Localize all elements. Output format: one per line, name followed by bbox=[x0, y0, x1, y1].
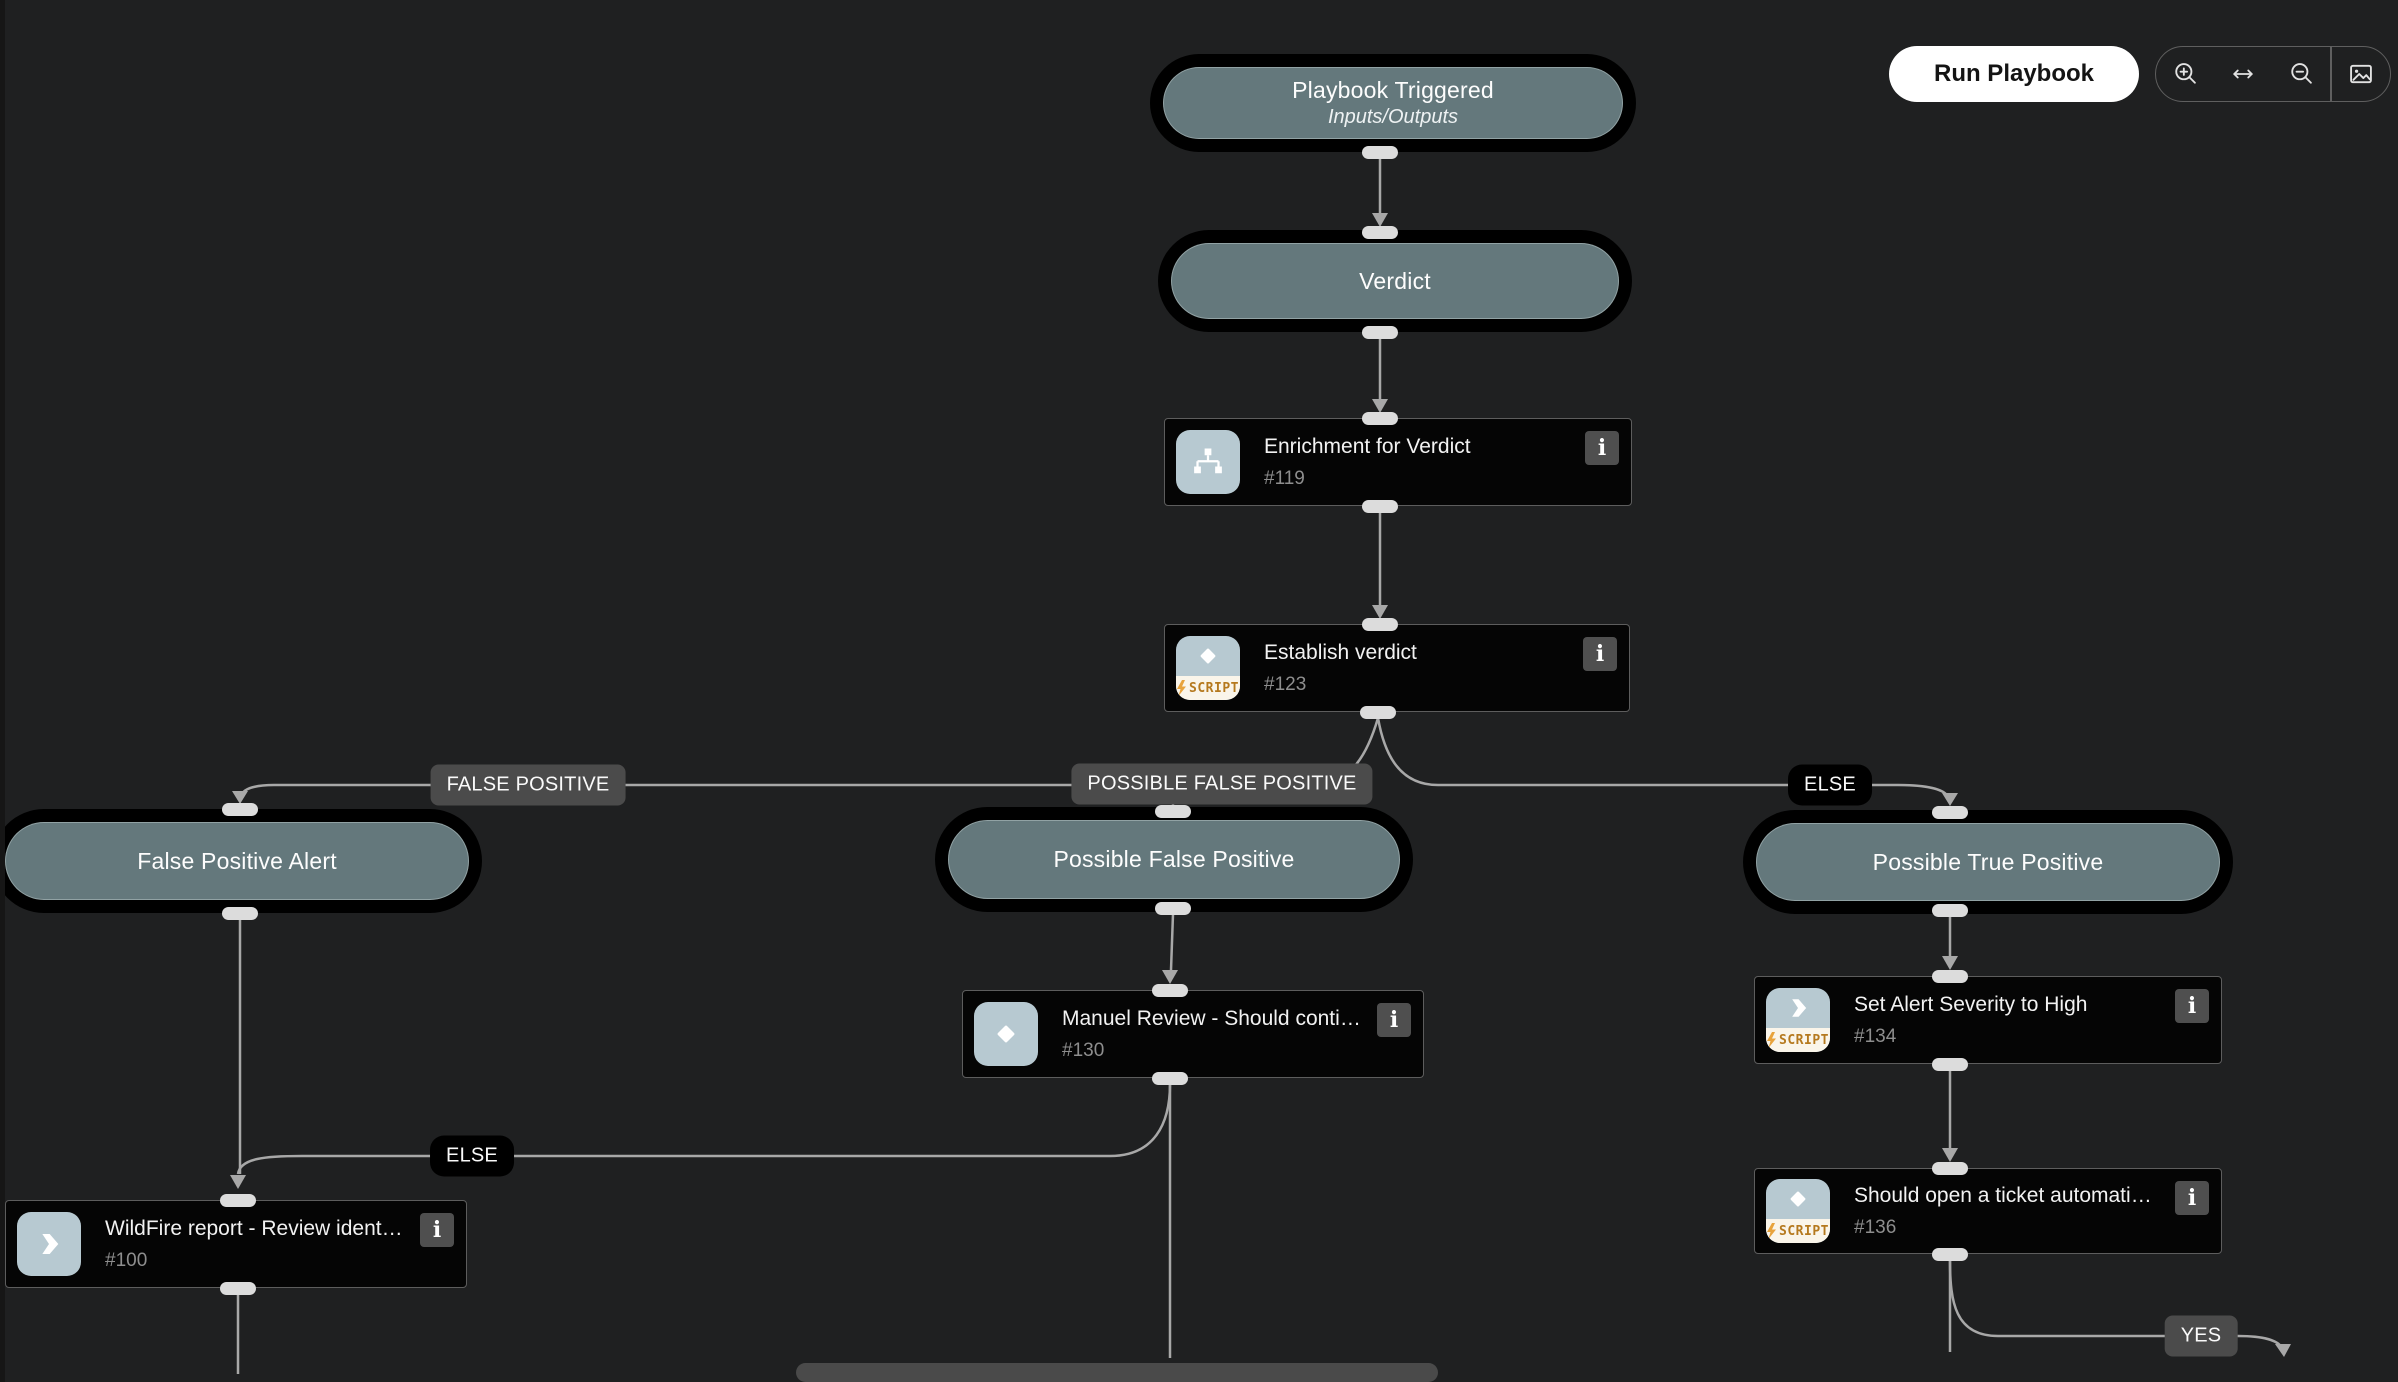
info-icon[interactable]: i bbox=[2175, 1181, 2209, 1215]
node-possible-false-positive-body: Possible False Positive bbox=[948, 820, 1400, 899]
task-node-manuel-review[interactable]: Manuel Review - Should continue t... #13… bbox=[962, 990, 1424, 1078]
lightning-icon bbox=[1767, 1223, 1777, 1239]
condition-script-icon: SCRIPT bbox=[1766, 1179, 1830, 1243]
script-badge: SCRIPT bbox=[1766, 1219, 1830, 1243]
task-title: Set Alert Severity to High bbox=[1854, 992, 2088, 1016]
info-glyph: i bbox=[2187, 1185, 2197, 1211]
info-icon[interactable]: i bbox=[1377, 1003, 1411, 1037]
task-title: Establish verdict bbox=[1264, 640, 1417, 664]
automation-script-icon: SCRIPT bbox=[1766, 988, 1830, 1052]
edge-label-yes: YES bbox=[2164, 1315, 2238, 1357]
edge-label-else-bottom: ELSE bbox=[430, 1135, 514, 1177]
toolbar-divider bbox=[2330, 47, 2332, 101]
zoom-out-icon[interactable] bbox=[2272, 47, 2330, 101]
node-possible-true-positive[interactable]: Possible True Positive bbox=[1743, 810, 2233, 914]
edge-pfp-to-manuel bbox=[1169, 913, 1175, 971]
fit-width-icon[interactable] bbox=[2214, 47, 2272, 101]
info-glyph: i bbox=[1389, 1007, 1399, 1033]
node-verdict[interactable]: Verdict bbox=[1158, 230, 1632, 332]
task-id: #136 bbox=[1854, 1216, 1897, 1238]
script-label: SCRIPT bbox=[1779, 1032, 1829, 1048]
horizontal-scrollbar[interactable] bbox=[796, 1363, 1438, 1382]
task-node-enrichment[interactable]: Enrichment for Verdict #119 i bbox=[1164, 418, 1632, 506]
node-title: False Positive Alert bbox=[137, 847, 337, 874]
condition-icon bbox=[974, 1002, 1038, 1066]
edge-label-else-top: ELSE bbox=[1788, 764, 1872, 806]
node-title: Verdict bbox=[1359, 267, 1431, 294]
task-node-wildfire-report[interactable]: WildFire report - Review identified ... … bbox=[5, 1200, 467, 1288]
lightning-icon bbox=[1767, 1032, 1777, 1048]
edge-else-top bbox=[1376, 717, 1950, 798]
node-verdict-body: Verdict bbox=[1171, 243, 1619, 319]
node-playbook-triggered-body: Playbook Triggered Inputs/Outputs bbox=[1163, 67, 1623, 139]
script-label: SCRIPT bbox=[1189, 680, 1239, 696]
task-node-establish-verdict[interactable]: SCRIPT Establish verdict #123 i bbox=[1164, 624, 1630, 712]
task-id: #130 bbox=[1062, 1039, 1105, 1061]
export-image-icon[interactable] bbox=[2332, 47, 2390, 101]
task-id: #123 bbox=[1264, 673, 1307, 695]
task-id: #100 bbox=[105, 1249, 148, 1271]
info-glyph: i bbox=[432, 1217, 442, 1243]
info-icon[interactable]: i bbox=[1585, 431, 1619, 465]
task-title: Should open a ticket automatically ... bbox=[1854, 1183, 2161, 1207]
node-subtitle[interactable]: Inputs/Outputs bbox=[1327, 106, 1459, 128]
edge-label-possible-false-positive: POSSIBLE FALSE POSITIVE bbox=[1071, 763, 1373, 805]
info-icon[interactable]: i bbox=[1583, 637, 1617, 671]
zoom-controls bbox=[2155, 46, 2391, 102]
task-id: #119 bbox=[1264, 467, 1305, 489]
node-possible-true-positive-body: Possible True Positive bbox=[1756, 823, 2220, 901]
automation-icon bbox=[17, 1212, 81, 1276]
task-node-set-alert-severity[interactable]: SCRIPT Set Alert Severity to High #134 i bbox=[1754, 976, 2222, 1064]
info-glyph: i bbox=[1597, 435, 1607, 461]
script-badge: SCRIPT bbox=[1176, 676, 1240, 700]
edge-else-bottom bbox=[236, 1083, 1172, 1175]
node-false-positive-alert-body: False Positive Alert bbox=[5, 822, 469, 900]
condition-script-icon: SCRIPT bbox=[1176, 636, 1240, 700]
task-title: Manuel Review - Should continue t... bbox=[1062, 1006, 1363, 1030]
info-icon[interactable]: i bbox=[420, 1213, 454, 1247]
run-playbook-button[interactable]: Run Playbook bbox=[1889, 46, 2139, 102]
zoom-in-icon[interactable] bbox=[2156, 47, 2214, 101]
task-title: Enrichment for Verdict bbox=[1264, 434, 1471, 458]
node-title: Possible False Positive bbox=[1053, 846, 1295, 872]
edge-label-false-positive: FALSE POSITIVE bbox=[430, 764, 626, 806]
task-id: #134 bbox=[1854, 1025, 1897, 1047]
info-glyph: i bbox=[1595, 641, 1605, 667]
node-playbook-triggered[interactable]: Playbook Triggered Inputs/Outputs bbox=[1150, 54, 1636, 152]
task-title: WildFire report - Review identified ... bbox=[105, 1216, 406, 1240]
node-title: Possible True Positive bbox=[1872, 848, 2104, 875]
script-badge: SCRIPT bbox=[1766, 1028, 1830, 1052]
node-title: Playbook Triggered bbox=[1292, 77, 1494, 103]
node-possible-false-positive[interactable]: Possible False Positive bbox=[935, 807, 1413, 912]
edge-yes bbox=[1948, 1259, 2284, 1349]
node-false-positive-alert[interactable]: False Positive Alert bbox=[0, 809, 482, 913]
info-glyph: i bbox=[2187, 993, 2197, 1019]
task-node-should-open-ticket[interactable]: SCRIPT Should open a ticket automaticall… bbox=[1754, 1168, 2222, 1254]
info-icon[interactable]: i bbox=[2175, 989, 2209, 1023]
sub-playbook-icon bbox=[1176, 430, 1240, 494]
script-label: SCRIPT bbox=[1779, 1223, 1829, 1239]
lightning-icon bbox=[1177, 680, 1187, 696]
